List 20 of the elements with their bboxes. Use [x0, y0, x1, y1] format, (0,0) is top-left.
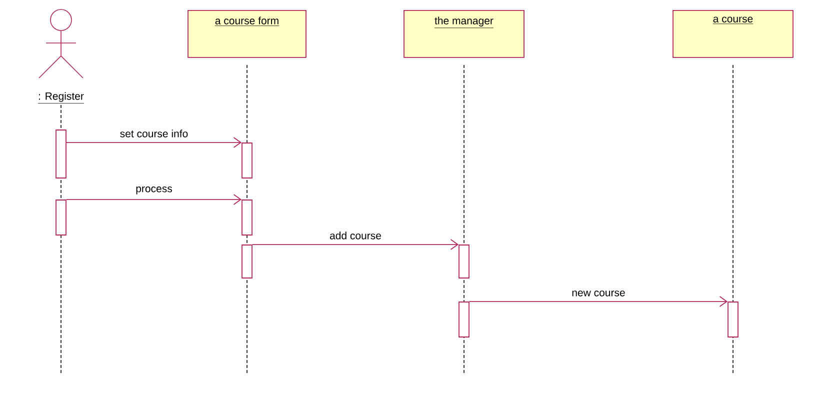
activation-bar: [56, 200, 66, 236]
message-arrow: [252, 239, 459, 250]
object-box: a course form: [188, 10, 306, 58]
message-arrow: [469, 296, 728, 307]
activation-bar: [242, 200, 252, 236]
activation-bar: [56, 130, 66, 178]
message-arrow: [66, 194, 242, 205]
activation-bar: [458, 302, 470, 338]
message-arrow: [66, 137, 242, 148]
activation-bar: [458, 244, 470, 278]
activation-bar: [728, 302, 738, 338]
activation-bar: [242, 244, 252, 278]
object-box: the manager: [404, 10, 524, 58]
actor-figure: : Register: [38, 9, 84, 104]
object-box: a course: [672, 10, 794, 58]
message-label: set course info: [118, 128, 190, 138]
message-label: new course: [570, 290, 626, 298]
activation-bar: [242, 142, 252, 178]
message-label: add course: [328, 230, 382, 240]
message-label: process: [134, 186, 174, 196]
